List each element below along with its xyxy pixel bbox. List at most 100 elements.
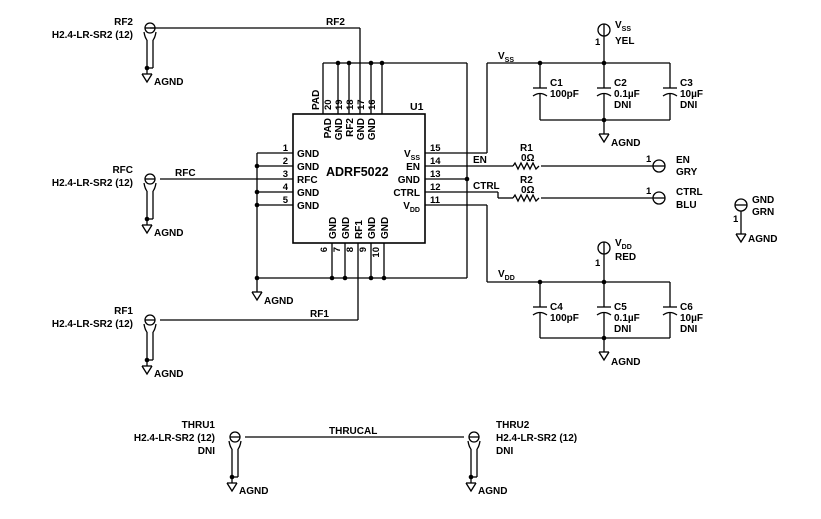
test-point-vdd: 1 VDD RED: [595, 238, 636, 282]
ic-pin-name: VSS: [404, 149, 420, 162]
agnd-label: AGND: [154, 77, 183, 88]
connector-rf1-part: H2.4-LR-SR2 (12): [52, 319, 133, 330]
tp-gnd-pin: 1: [733, 214, 739, 225]
connector-rf2-ref: RF2: [114, 17, 133, 28]
cap-c4-value: 100pF: [550, 313, 579, 324]
test-point-en: 1 EN GRY: [646, 154, 698, 178]
ic-pin-name: GND: [297, 162, 319, 173]
ic-pin-number: 4: [283, 182, 289, 193]
ic-pin-number: 19: [334, 99, 345, 110]
tp-ctrl-color: BLU: [676, 200, 697, 211]
tp-ctrl-pin: 1: [646, 186, 652, 197]
ic-pin-number: 1: [283, 143, 289, 154]
ic-pin-number: 10: [371, 247, 382, 258]
ic-pin-name: RF2: [345, 118, 356, 137]
cap-c1-value: 100pF: [550, 89, 579, 100]
connector-thru1: AGND: [226, 431, 268, 497]
ic-pin-name: RF1: [354, 220, 365, 239]
ic-pin-name: EN: [406, 162, 420, 173]
tp-vdd-color: RED: [615, 252, 636, 263]
test-point-gnd: 1 GND GRN AGND: [733, 195, 777, 245]
ic-pin-name: GND: [328, 217, 339, 239]
cap-c4-ref: C4: [550, 302, 563, 313]
net-ctrl: CTRL: [473, 181, 500, 192]
agnd-icon: [598, 351, 610, 361]
tp-vss-color: YEL: [615, 36, 634, 47]
connector-thru1-part: H2.4-LR-SR2 (12): [134, 433, 215, 444]
connector-rf1-ref: RF1: [114, 306, 133, 317]
connector-rf1: AGND: [141, 314, 183, 380]
agnd-icon: [465, 482, 477, 492]
cap-c5-value: 0.1µF: [614, 313, 640, 324]
agnd-label: AGND: [239, 486, 268, 497]
ic-pin-name: GND: [380, 217, 391, 239]
ic-pin-name: GND: [367, 217, 378, 239]
ic-pin-number: 20: [323, 99, 334, 110]
connector-rfc-ref: RFC: [112, 165, 133, 176]
ic-pin-number: 13: [430, 169, 441, 180]
ic-pin-name: VDD: [403, 201, 420, 214]
ic-pin-number: 5: [283, 195, 289, 206]
agnd-label: AGND: [748, 234, 777, 245]
agnd-icon: [251, 291, 263, 301]
ic-pin-name: GND: [297, 149, 319, 160]
test-point-ctrl: 1 CTRL BLU: [646, 186, 703, 211]
agnd-icon: [226, 482, 238, 492]
tp-gnd-label: GND: [752, 195, 774, 206]
vss-cap-bank: AGND C1 100pF C2 0.1µF DNI C3 10µF DNI: [532, 63, 703, 149]
ic-pin-name: GND: [334, 118, 345, 140]
connector-thru2-ref: THRU2: [496, 420, 530, 431]
ic-pin-number: 3: [283, 169, 288, 180]
cap-c2-ref: C2: [614, 78, 627, 89]
cap-c2-value: 0.1µF: [614, 89, 640, 100]
agnd-label: AGND: [611, 357, 640, 368]
ic-pin-number: 6: [319, 247, 330, 252]
agnd-label: AGND: [154, 228, 183, 239]
ic-pin-number: 9: [358, 247, 369, 252]
ic-pin-number: 17: [356, 99, 367, 110]
cap-c3-note: DNI: [680, 100, 697, 111]
connector-rf2: AGND: [141, 22, 183, 88]
cap-c6-note: DNI: [680, 324, 697, 335]
wiring: [150, 27, 670, 438]
cap-c6-value: 10µF: [680, 313, 703, 324]
net-rf1: RF1: [310, 309, 329, 320]
vdd-cap-bank: AGND C4 100pF C5 0.1µF DNI C6 10µF DNI: [532, 282, 703, 368]
agnd-label: AGND: [154, 369, 183, 380]
agnd-icon: [141, 365, 153, 375]
ic-pin-name: GND: [356, 118, 367, 140]
resistor-r2: R2 0Ω: [512, 175, 540, 203]
ic-pin-number: 8: [345, 247, 356, 252]
ic-pad-label: PAD: [311, 90, 322, 110]
resistor-r1-ref: R1: [520, 143, 533, 154]
cap-c6-ref: C6: [680, 302, 693, 313]
connector-thru1-note: DNI: [198, 446, 215, 457]
ic-pin-name: GND: [367, 118, 378, 140]
agnd-label: AGND: [611, 138, 640, 149]
connector-rfc-part: H2.4-LR-SR2 (12): [52, 178, 133, 189]
ic-pin-number: 18: [345, 99, 356, 110]
connector-thru1-ref: THRU1: [182, 420, 216, 431]
ic-pin-name: GND: [297, 188, 319, 199]
net-rfc: RFC: [175, 168, 196, 179]
net-thrucal: THRUCAL: [329, 426, 377, 437]
agnd-icon: [141, 224, 153, 234]
connector-thru2: AGND: [465, 431, 507, 497]
test-point-vss: 1 VSS YEL: [595, 20, 634, 63]
ic-pin-number: 2: [283, 156, 288, 167]
cap-c3-value: 10µF: [680, 89, 703, 100]
connector-thru2-note: DNI: [496, 446, 513, 457]
connector-rf2-part: H2.4-LR-SR2 (12): [52, 30, 133, 41]
resistor-r2-ref: R2: [520, 175, 533, 186]
agnd-icon: [141, 73, 153, 83]
cap-c5-ref: C5: [614, 302, 627, 313]
ic-pin-name: GND: [297, 201, 319, 212]
ic-pin-number: 7: [332, 247, 343, 252]
cap-c3-ref: C3: [680, 78, 693, 89]
ic-pin-name: GND: [398, 175, 420, 186]
tp-ctrl-label: CTRL: [676, 187, 703, 198]
ic-pin-name: CTRL: [393, 188, 420, 199]
tp-gnd-color: GRN: [752, 207, 774, 218]
